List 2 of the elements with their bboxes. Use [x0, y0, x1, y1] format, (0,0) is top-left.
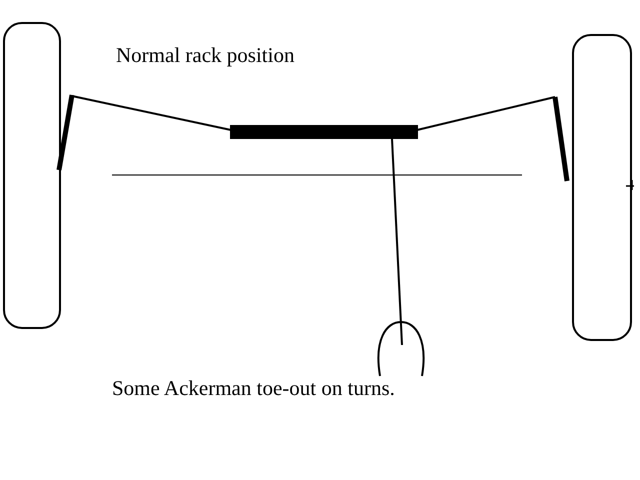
caption-text: Some Ackerman toe-out on turns. [112, 378, 395, 399]
caption-text: Normal rack position [116, 45, 294, 66]
